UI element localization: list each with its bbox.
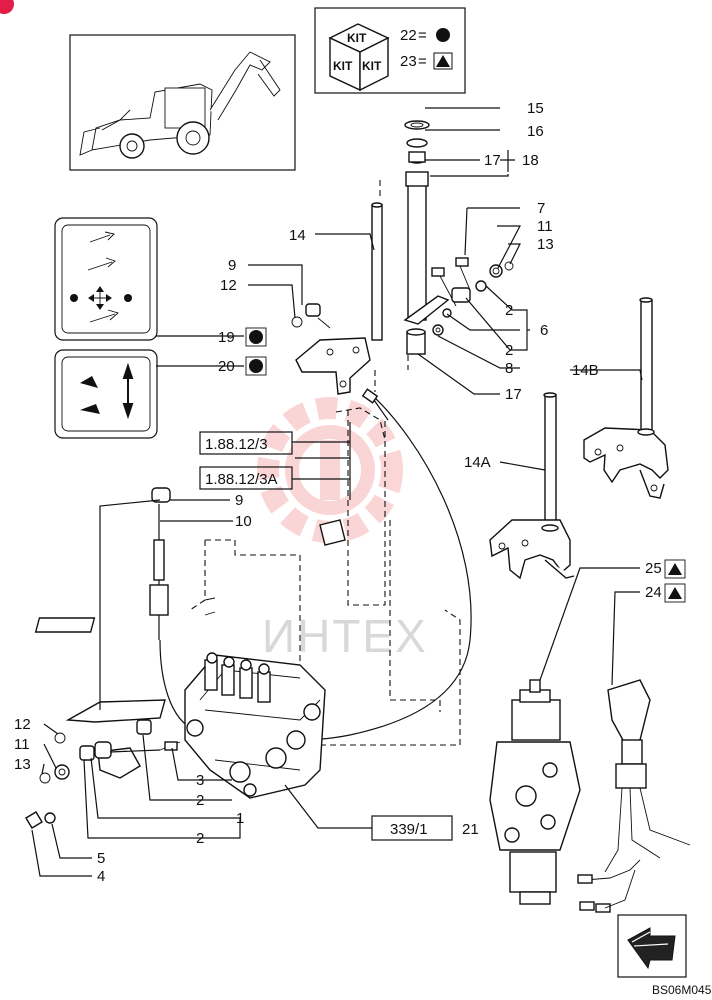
control-cable [149,388,472,742]
callout-2: 2 [196,792,204,809]
reference-3-text: 339/1 [390,821,428,838]
control-pattern-decal-20 [54,349,158,439]
kit-legend: KIT KIT KIT 22 = 23 = [314,7,466,94]
kit-item-23-number: 23 [400,53,417,70]
callout-13: 13 [537,236,554,253]
corner-badge [0,0,14,14]
callout-4: 4 [97,868,105,885]
kit-label-top: KIT [347,31,367,45]
reference-2-text: 1.88.12/3A [205,471,278,488]
callout-11: 11 [14,736,30,753]
kit-triangle-icon [668,587,682,599]
control-valve-block [34,617,326,799]
control-pattern-decal-19 [54,217,158,341]
watermark-logo [257,397,403,543]
callout-2: 2 [505,302,513,319]
column-outline [189,407,461,746]
callout-9: 9 [235,492,243,509]
callout-25: 25 [645,560,662,577]
callout-14a: 14A [464,454,491,471]
electric-switch-24 [577,679,691,913]
callout-3: 3 [196,772,204,789]
callout-19: 19 [218,329,235,346]
callout-1: 1 [236,810,244,827]
lever-assembly-upper [291,120,514,395]
callout-8: 8 [505,360,513,377]
drawing-code: BS06M045 [652,983,712,997]
callout-14: 14 [289,227,306,244]
callout-12: 12 [14,716,31,733]
watermark-text: ИНТЕХ [262,610,428,662]
callout-7: 7 [537,200,545,217]
callout-24: 24 [645,584,662,601]
callout-17: 17 [484,152,501,169]
machine-illustration-frame [69,34,296,171]
callout-14b: 14B [572,362,599,379]
callout-2: 2 [196,830,204,847]
callout-12: 12 [220,277,237,294]
callout-labels: 15 16 17 18 14 7 11 13 9 12 2 6 2 8 17 1… [14,100,686,885]
reference-box-1[interactable] [199,431,293,455]
callout-10: 10 [235,513,252,530]
kit-circle-icon [436,28,450,42]
reference-box-2[interactable] [199,466,293,490]
callout-17: 17 [505,386,522,403]
reference-1-text: 1.88.12/3 [205,436,268,453]
navigate-back-arrow-icon[interactable] [617,914,687,978]
kit-label-right: KIT [362,59,382,73]
equals-sign: = [418,53,427,70]
callout-15: 15 [527,100,544,117]
leader-lines [31,107,643,877]
pivot-link-lower [25,699,181,829]
reference-box-3[interactable] [371,815,453,841]
kit-triangle-icon [436,55,450,67]
kit-item-22-number: 22 [400,27,417,44]
callout-6: 6 [540,322,548,339]
callout-11: 11 [537,218,553,235]
callout-18: 18 [522,152,539,169]
callout-21: 21 [462,821,479,838]
kit-circle-icon [249,330,263,344]
kit-circle-icon [249,359,263,373]
kit-label-left: KIT [333,59,353,73]
kit-triangle-icon [668,563,682,575]
callout-5: 5 [97,850,105,867]
equals-sign: = [418,27,427,44]
callout-13: 13 [14,756,31,773]
callout-2: 2 [505,342,513,359]
lever-assembly-14a [489,392,575,580]
callout-16: 16 [527,123,544,140]
callout-20: 20 [218,358,235,375]
callout-9: 9 [228,257,236,274]
lever-assembly-14b [583,297,669,499]
electric-valve-25 [489,679,581,905]
